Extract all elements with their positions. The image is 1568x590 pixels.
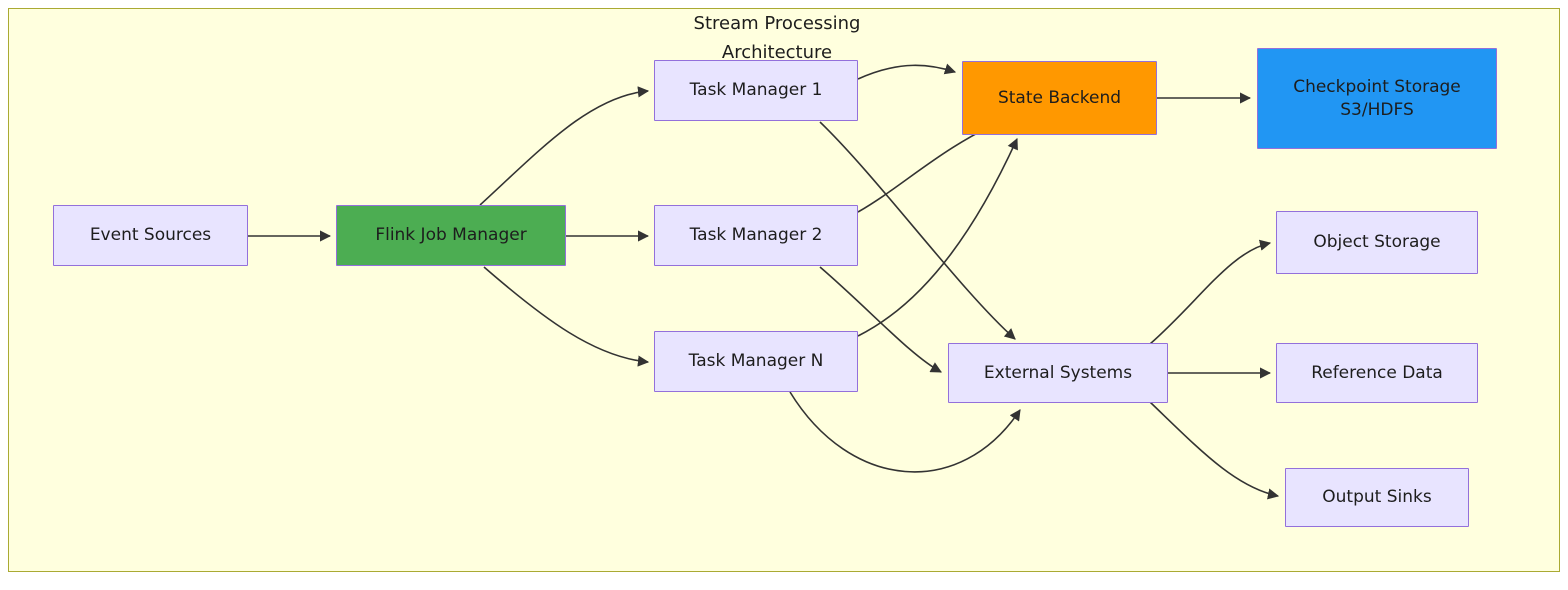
- node-state-backend[interactable]: State Backend: [962, 61, 1157, 135]
- node-task-manager-2[interactable]: Task Manager 2: [654, 205, 858, 266]
- node-output-sinks[interactable]: Output Sinks: [1285, 468, 1469, 527]
- node-checkpoint-storage[interactable]: Checkpoint Storage S3/HDFS: [1257, 48, 1497, 149]
- node-reference-data[interactable]: Reference Data: [1276, 343, 1478, 403]
- node-task-manager-1-label: Task Manager 1: [689, 80, 823, 101]
- diagram-title: Stream Processing Architecture: [693, 13, 861, 63]
- node-event-sources-label: Event Sources: [89, 225, 212, 246]
- node-checkpoint-storage-label: Checkpoint Storage S3/HDFS: [1293, 76, 1461, 120]
- node-flink-job-manager[interactable]: Flink Job Manager: [336, 205, 566, 266]
- node-state-backend-label: State Backend: [997, 87, 1122, 108]
- node-object-storage[interactable]: Object Storage: [1276, 211, 1478, 274]
- node-event-sources[interactable]: Event Sources: [53, 205, 248, 266]
- node-external-systems-label: External Systems: [983, 362, 1133, 383]
- node-task-manager-1[interactable]: Task Manager 1: [654, 60, 858, 121]
- node-task-manager-n[interactable]: Task Manager N: [654, 331, 858, 392]
- node-task-manager-2-label: Task Manager 2: [689, 225, 823, 246]
- node-reference-data-label: Reference Data: [1311, 362, 1443, 383]
- node-external-systems[interactable]: External Systems: [948, 343, 1168, 403]
- node-task-manager-n-label: Task Manager N: [688, 351, 824, 372]
- node-flink-job-manager-label: Flink Job Manager: [375, 225, 527, 246]
- node-output-sinks-label: Output Sinks: [1322, 487, 1432, 508]
- node-object-storage-label: Object Storage: [1313, 232, 1441, 253]
